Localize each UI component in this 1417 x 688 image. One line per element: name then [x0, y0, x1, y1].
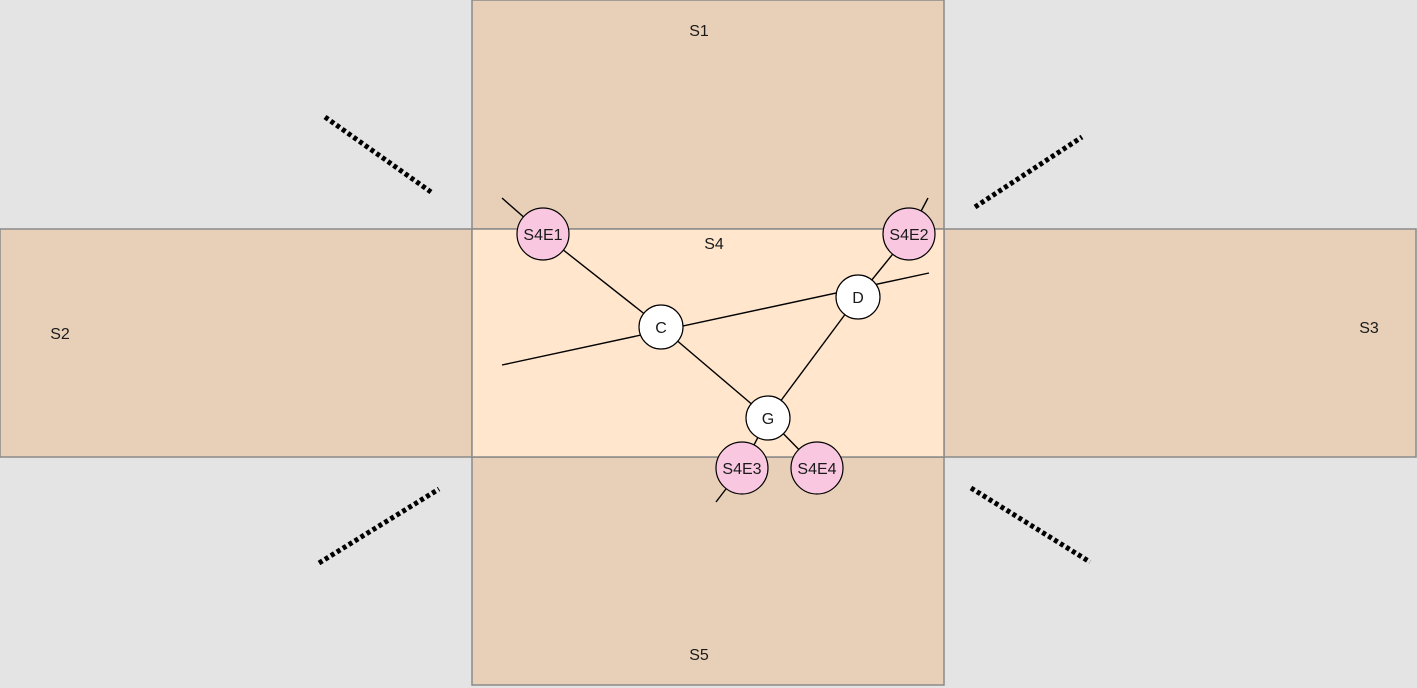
junction-node-d[interactable]: D [835, 274, 881, 320]
section-s1-label: S1 [689, 23, 709, 40]
dotted-mark-bottom-left [317, 486, 441, 566]
section-s4-label: S4 [704, 236, 724, 253]
endpoint-node-s4e4[interactable]: S4E4 [790, 441, 844, 495]
dotted-mark-top-right [973, 134, 1084, 210]
endpoint-node-s4e1[interactable]: S4E1 [516, 207, 570, 261]
junction-d-label: D [852, 290, 864, 307]
section-s2-label: S2 [50, 326, 70, 343]
endpoint-s4e1-label: S4E1 [523, 227, 562, 244]
junction-g-label: G [762, 411, 774, 428]
section-s4[interactable] [471, 228, 945, 458]
endpoint-node-s4e3[interactable]: S4E3 [715, 441, 769, 495]
junction-c-label: C [655, 320, 667, 337]
section-s3-label: S3 [1359, 320, 1379, 337]
edge-c-g[interactable] [660, 326, 769, 419]
section-s5-label: S5 [689, 647, 709, 664]
section-s3[interactable] [943, 228, 1417, 458]
endpoint-s4e2-label: S4E2 [889, 227, 928, 244]
section-s2[interactable] [0, 228, 473, 458]
endpoint-s4e3-label: S4E3 [722, 461, 761, 478]
endpoint-s4e4-label: S4E4 [797, 461, 836, 478]
edge-g-d[interactable] [767, 296, 859, 419]
junction-node-g[interactable]: G [745, 395, 791, 441]
section-s5[interactable] [471, 456, 945, 686]
section-s1[interactable] [471, 0, 945, 230]
dotted-mark-top-left [323, 114, 433, 195]
junction-node-c[interactable]: C [638, 304, 684, 350]
dotted-mark-bottom-right [969, 485, 1092, 565]
endpoint-node-s4e2[interactable]: S4E2 [882, 207, 936, 261]
